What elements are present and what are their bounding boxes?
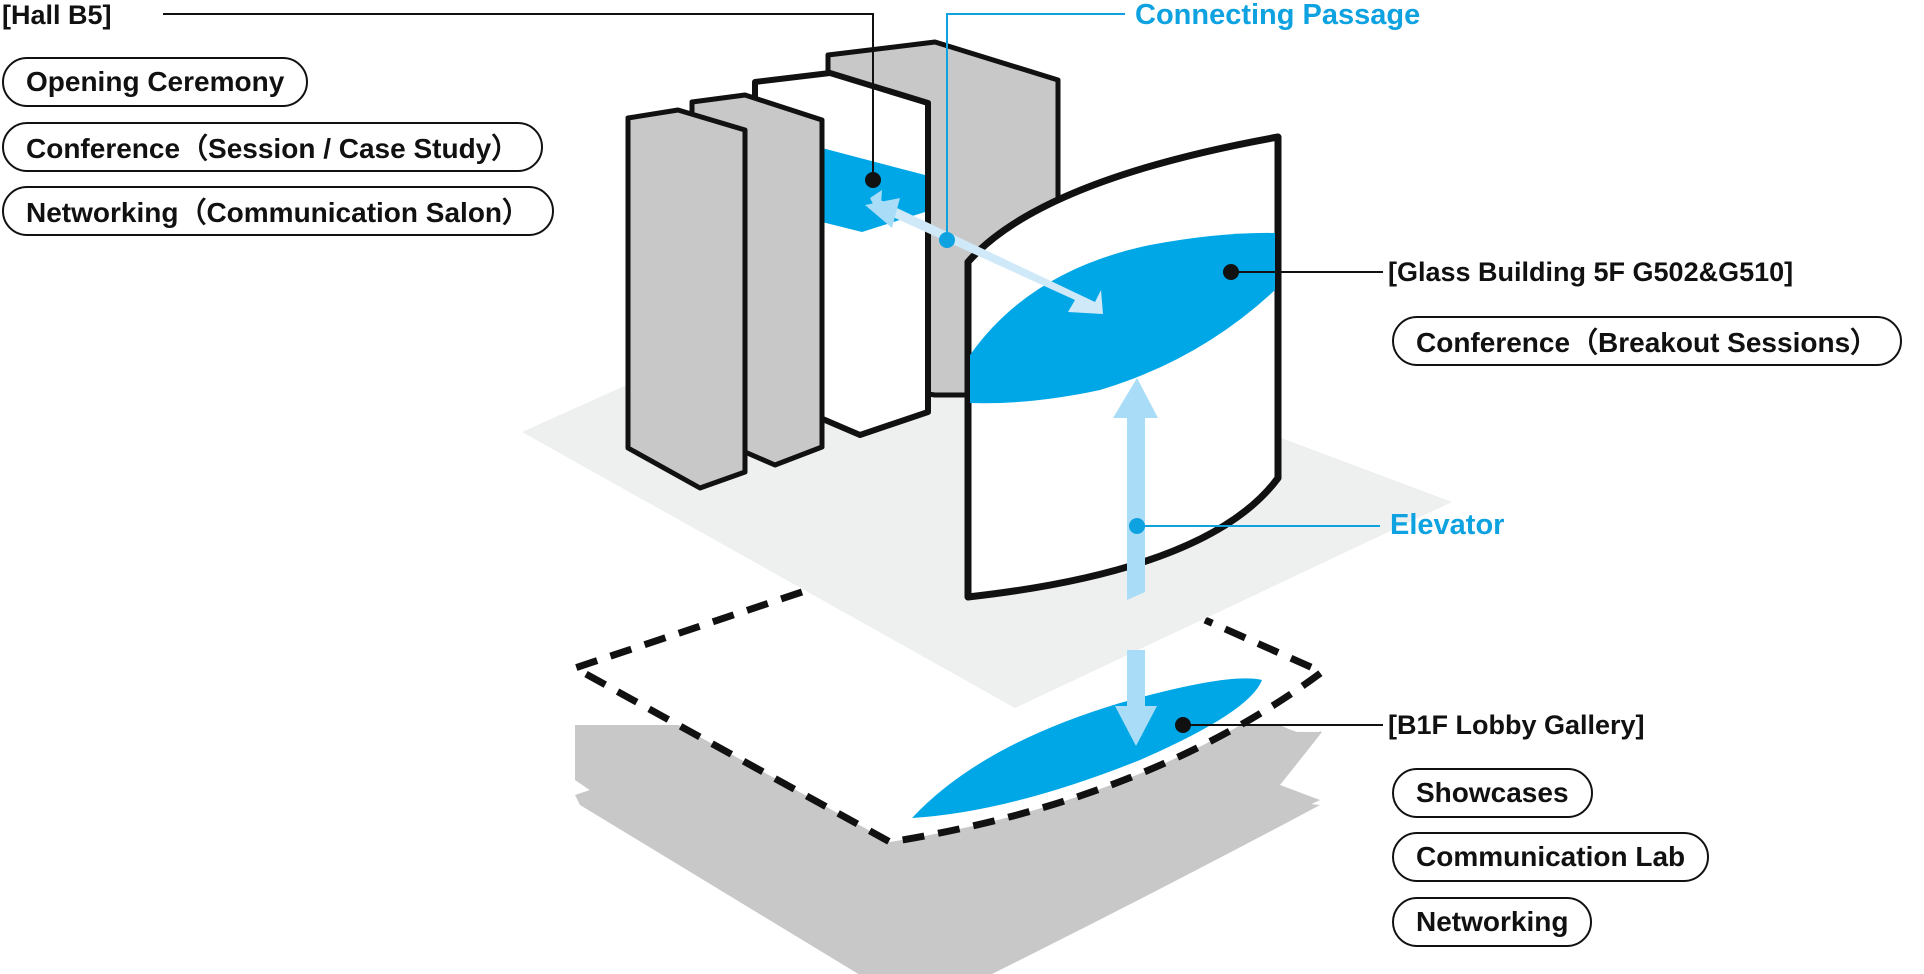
elevator-leader <box>1129 518 1380 534</box>
b1f-floor-shadow-2 <box>575 730 1322 974</box>
b1f-item-networking: Networking <box>1392 897 1593 947</box>
elevator-arrow <box>1113 378 1158 746</box>
elevator-label: Elevator <box>1390 509 1505 541</box>
b1f-item-showcases: Showcases <box>1392 768 1593 818</box>
glass-building-title: [Glass Building 5F G502&G510] <box>1388 257 1794 287</box>
glass-building-blue-band <box>970 232 1275 404</box>
glass-building-item-conference: Conference（Breakout Sessions） <box>1392 316 1903 366</box>
hall-b5-slab-1 <box>625 107 748 491</box>
hall-b5-item-opening-ceremony: Opening Ceremony <box>2 57 309 107</box>
hall-b5-leader <box>163 13 881 188</box>
b1f-leader <box>1175 717 1383 733</box>
hall-b5-title: [Hall B5] <box>2 0 112 30</box>
connecting-passage-label: Connecting Passage <box>1135 0 1421 31</box>
connecting-passage-leader <box>939 13 1125 248</box>
b1f-lobby-title: [B1F Lobby Gallery] <box>1388 710 1645 740</box>
hall-b5-item-networking: Networking（Communication Salon） <box>2 186 555 236</box>
connecting-passage-arrow <box>865 190 1103 314</box>
b1f-item-communication-lab: Communication Lab <box>1392 832 1710 882</box>
glass-building-leader <box>1223 264 1383 280</box>
hall-b5-item-conference: Conference（Session / Case Study） <box>2 122 544 172</box>
b1f-lobby-highlight <box>912 678 1262 818</box>
